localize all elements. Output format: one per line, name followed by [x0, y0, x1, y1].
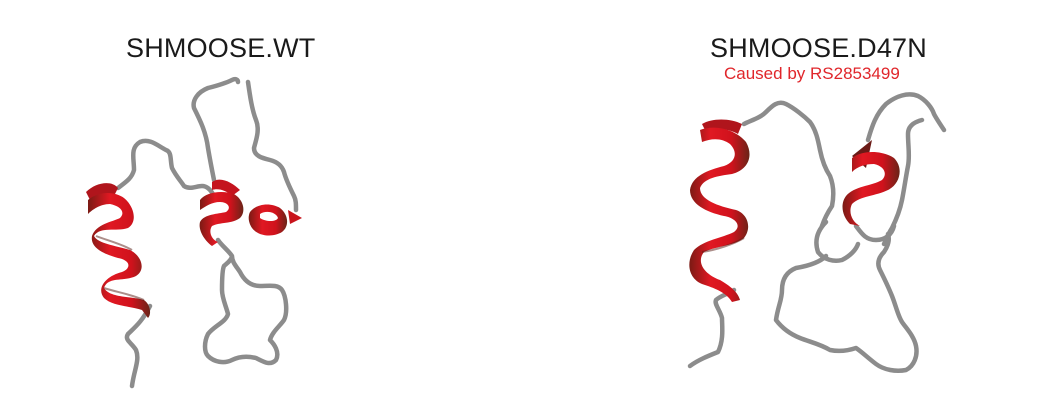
panel-d47n-mutant: SHMOOSE.D47N Caused by RS2853499: [520, 0, 1048, 402]
helix-2-wt: [199, 179, 244, 246]
coil-loops-d47n: [687, 92, 947, 373]
panel-title-d47n: SHMOOSE.D47N: [710, 33, 927, 63]
panel-wild-type: SHMOOSE.WT: [0, 0, 520, 402]
protein-structure-d47n: [687, 92, 947, 373]
helix-2-d47n: [842, 140, 900, 226]
protein-structure-wt: [86, 76, 302, 389]
coil-loops-wt: [115, 76, 299, 389]
helix-1-wt: [86, 183, 151, 318]
panel-subtitle-variant: Caused by RS2853499: [724, 64, 900, 83]
helix-1-d47n: [689, 119, 750, 302]
helix-3-wt: [248, 204, 302, 236]
panel-title-wt: SHMOOSE.WT: [126, 33, 316, 63]
